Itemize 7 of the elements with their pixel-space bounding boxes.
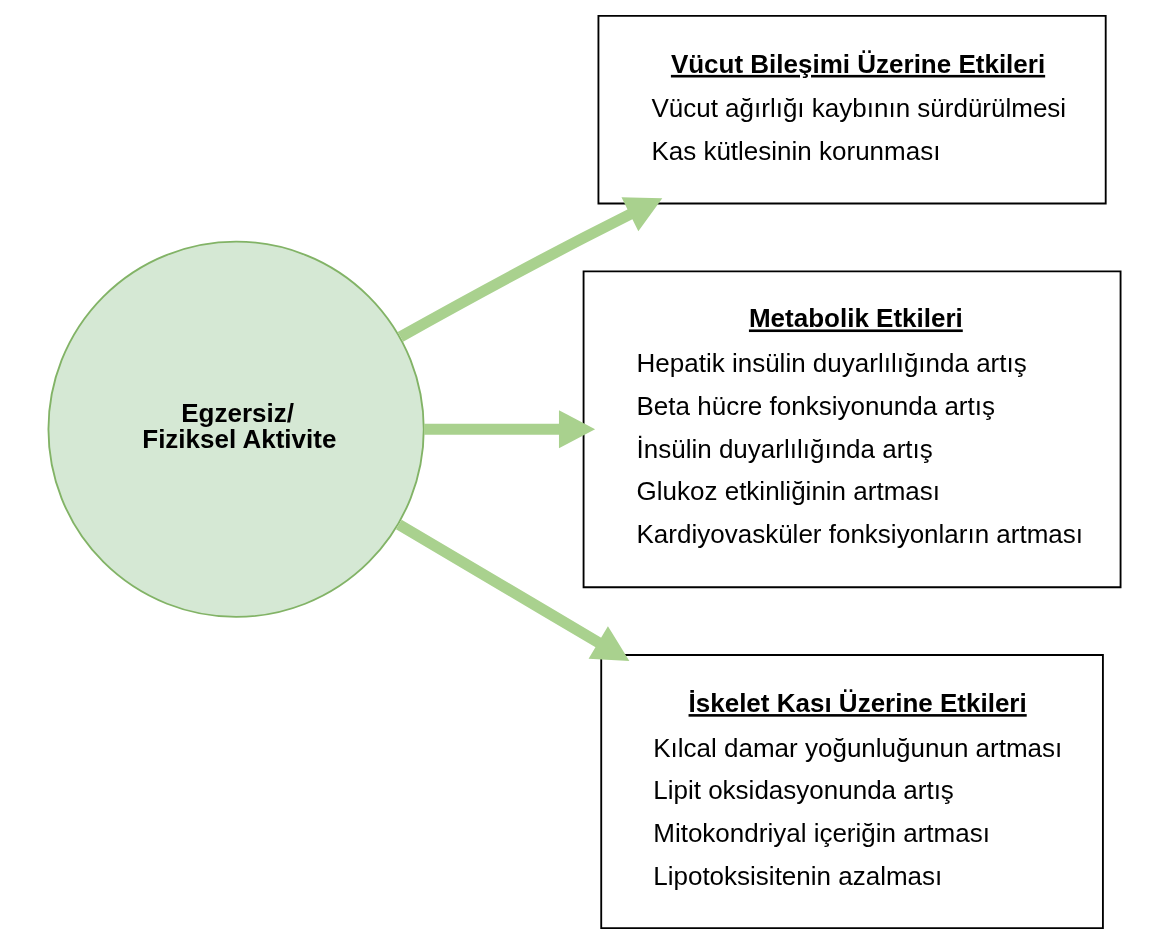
arrow — [395, 519, 630, 661]
arrow — [397, 197, 663, 342]
node-box: Metabolik Etkileri Hepatik insülin duyarlılığında artış Beta hücre fonksiyonunda artış İnsülin duyarlılığında artış Glukoz etkinliğinin artması Kardiyovasküler fonksiyonların artması — [582, 270, 1122, 589]
node-box: İskelet Kası Üzerine Etkileri Kılcal damar yoğunluğunun artması Lipit oksidasyonunda artış Mitokondriyal içeriğin artması Lipotoksisitenin azalması — [600, 654, 1104, 930]
node-box: Vücut Bileşimi Üzerine Etkileri Vücut ağırlığı kaybının sürdürülmesi Kas kütlesinin korunması — [597, 14, 1107, 205]
node-circle: Egzersiz/ Fiziksel Aktivite — [47, 240, 425, 618]
arrow — [424, 410, 596, 449]
